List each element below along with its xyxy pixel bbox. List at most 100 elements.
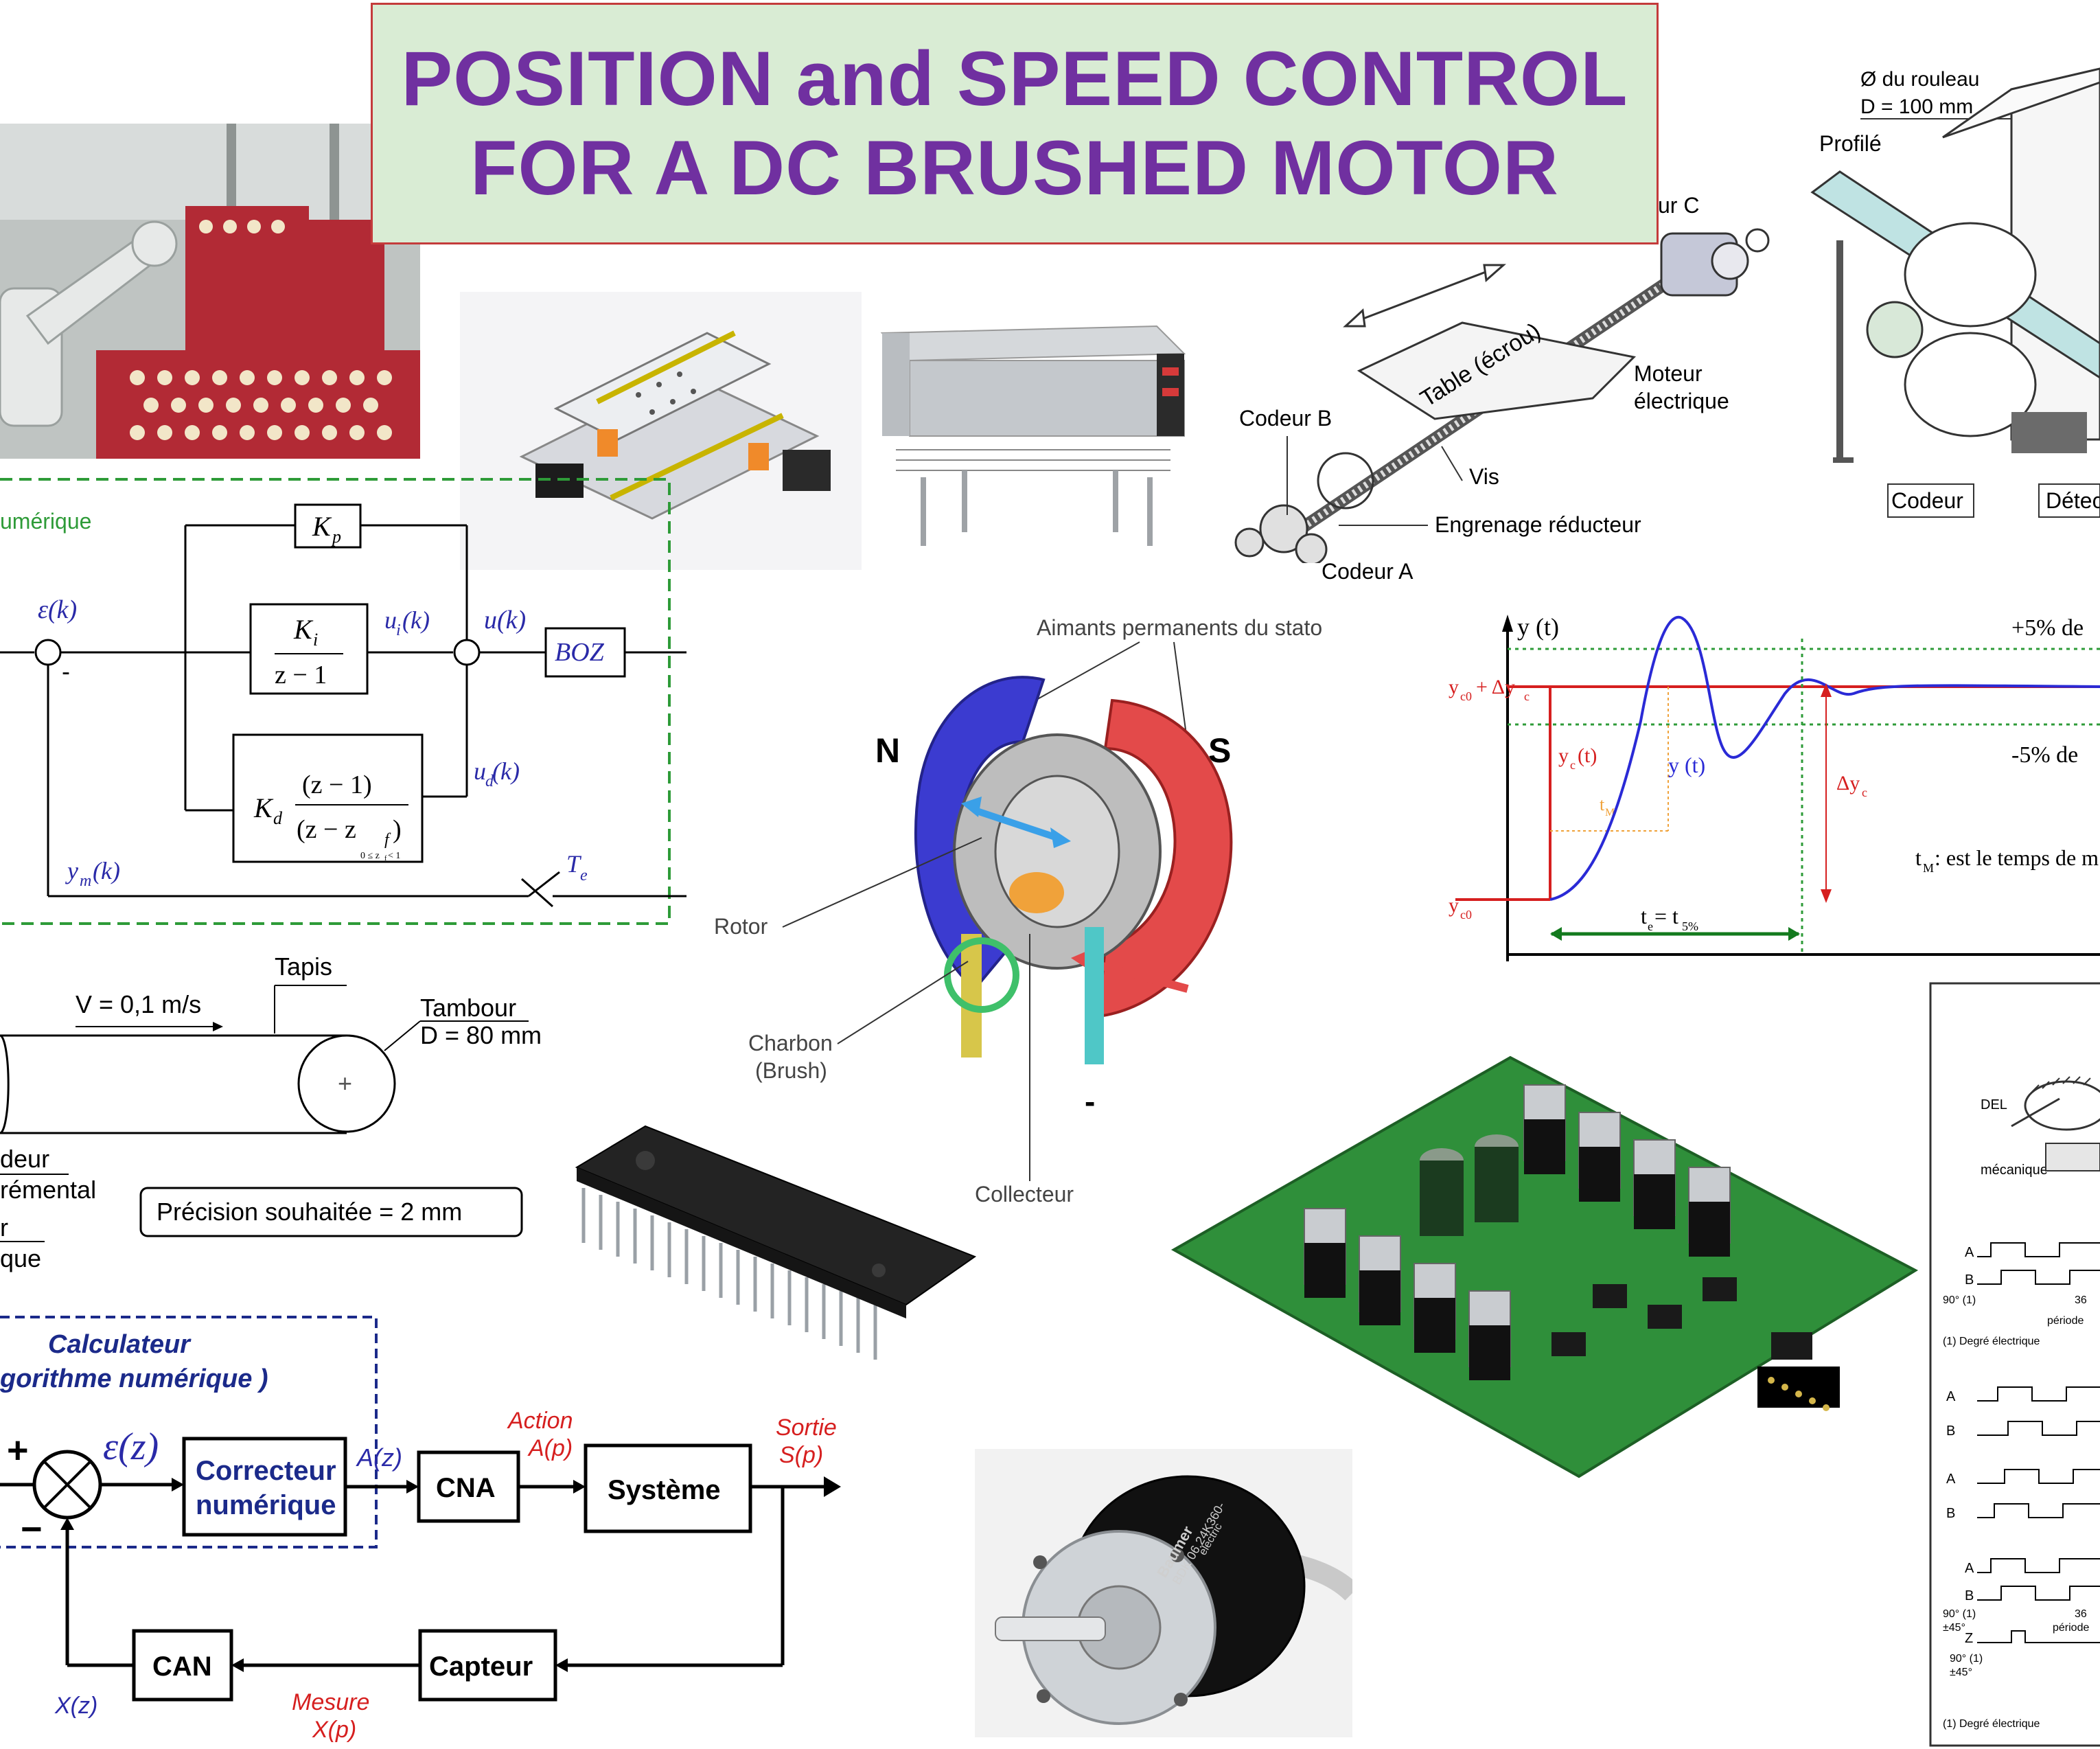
factory-robot-photo (0, 124, 420, 459)
ui-label: u (384, 606, 397, 634)
vis-label: Vis (1469, 464, 1499, 489)
correcteur-label-2: numérique (196, 1490, 336, 1520)
aimants-label: Aimants permanents du stato (1037, 615, 1322, 640)
kd-den: (z − z (297, 815, 356, 844)
sortie-label-2: S(p) (779, 1442, 823, 1468)
pid-minus: - (62, 657, 70, 685)
tambour-label-2: D = 80 mm (420, 1021, 542, 1049)
sig3-b: B (1946, 1506, 1955, 1521)
mesure-label-1: Mesure (292, 1689, 369, 1715)
sig4-z: Z (1965, 1631, 1973, 1646)
tm-def-sub: M (1923, 861, 1934, 875)
pid-frame-label: umérique (0, 509, 91, 534)
systeme-label: Système (608, 1475, 721, 1505)
tm-def: t (1915, 845, 1922, 870)
calc-label-1: Calculateur (48, 1330, 192, 1359)
speed-label: V = 0,1 m/s (76, 990, 201, 1018)
ud-k: (k) (492, 757, 520, 785)
moteur-label-1: Moteur (1634, 361, 1703, 386)
yc0-plus-label: y (1449, 676, 1459, 698)
sig1-note: (1) Degré électrique (1943, 1336, 2040, 1347)
te-sub: e (580, 867, 588, 884)
conveyor-oven-photo (868, 312, 1198, 560)
te-label: T (566, 850, 582, 878)
tm-label: t (1600, 795, 1605, 814)
charbon-label-2: (Brush) (755, 1058, 827, 1083)
del-label: DEL (1981, 1097, 2007, 1112)
title-line-1: POSITION and SPEED CONTROL (401, 36, 1628, 122)
sig4-deg2: 90° (1) (1950, 1653, 1983, 1665)
tapis-label: Tapis (275, 952, 332, 981)
yc-label: y (1558, 744, 1569, 767)
sig4-pm45: ±45° (1943, 1622, 1965, 1634)
te-t5-mid: = t (1654, 904, 1678, 928)
tambour-center: + (338, 1069, 352, 1097)
ki-sub: i (313, 630, 318, 650)
tambour-label-1: Tambour (420, 994, 516, 1022)
charbon-label-1: Charbon (748, 1031, 833, 1055)
screw-mechanism-diagram: Table (écrou) ur C Moteur électrique Cod… (1208, 192, 1778, 563)
dc-motor-illustration: Aimants permanents du stato N S Rotor Ch… (700, 604, 1428, 1236)
sig4-deg: 90° (1) (1943, 1608, 1976, 1620)
te-t5-label: t (1641, 904, 1647, 928)
sig1-36: 36 (2075, 1294, 2087, 1306)
sig1-b: B (1965, 1272, 1974, 1288)
mecanique-label: mécanique (1981, 1163, 2048, 1178)
dyc-sub: c (1862, 786, 1867, 799)
sig1-a: A (1965, 1245, 1974, 1260)
yc0-label: y (1449, 894, 1459, 917)
boz-label: BOZ (555, 638, 605, 667)
ud-label: u (474, 757, 486, 785)
minus5-label: -5% de (2011, 742, 2078, 768)
can-label: CAN (152, 1651, 212, 1682)
n-pole: N (875, 731, 900, 770)
dyc-label: Δy (1836, 772, 1860, 795)
precision-label: Précision souhaitée = 2 mm (157, 1198, 462, 1226)
xz-label: X(z) (54, 1693, 97, 1719)
sum-minus: − (21, 1509, 43, 1550)
ym-sub: m (80, 872, 91, 890)
ym-label: y (65, 857, 78, 884)
yc0-plus-sub: c0 (1460, 689, 1472, 703)
sig1-periode: période (2047, 1315, 2084, 1327)
yt-axis-label: y (t) (1517, 613, 1559, 641)
yt-curve-label: y (t) (1668, 753, 1705, 777)
microcontroller-chip-photo (563, 1106, 982, 1367)
codeur-label-1: deur (0, 1145, 49, 1173)
calc-label-2: gorithme numérique ) (0, 1364, 268, 1393)
tm-def-rest: : est le temps de m (1935, 845, 2099, 870)
sig2-b: B (1946, 1424, 1955, 1439)
az-label: A(z) (356, 1443, 402, 1472)
roller-diam-2: D = 100 mm (1860, 95, 1973, 118)
yc0-sub: c0 (1460, 908, 1472, 922)
xy-table-cad (460, 292, 862, 570)
collecteur-label: Collecteur (975, 1182, 1074, 1207)
profile-label: Profilé (1819, 131, 1882, 156)
uk-label: u(k) (484, 606, 526, 635)
sig4-36: 36 (2075, 1608, 2087, 1620)
kd-cond-sub: f (384, 855, 387, 862)
pid-eps: ε(k) (38, 595, 77, 624)
title-line-2: FOR A DC BRUSHED MOTOR (470, 125, 1559, 211)
ki-den: z − 1 (275, 661, 327, 689)
kd-num: (z − 1) (302, 770, 372, 799)
ym-k: (k) (93, 857, 120, 884)
rotary-encoder-photo: Baumer BDK 06.24K360- electric (975, 1449, 1352, 1737)
eps-z-label: ε(z) (103, 1426, 159, 1468)
codeur-a-label: Codeur A (1322, 560, 1414, 563)
kp-sub: p (331, 527, 341, 547)
kd-den-sub: f (384, 831, 391, 849)
ki-label: K (293, 614, 314, 645)
yc-rest: (t) (1578, 744, 1597, 767)
motor-driver-pcb-photo (1167, 1044, 1922, 1483)
roller-codeur-label: Codeur (1891, 488, 1963, 513)
sig1-deg: 90° (1) (1943, 1294, 1976, 1306)
sortie-label-1: Sortie (776, 1415, 837, 1441)
step-response-graph: y (t) +5% de -5% de y c0 + Δy c y c0 y c… (1442, 604, 2100, 975)
roller-diagram: Ø du rouleau D = 100 mm Profilé Codeur D… (1785, 55, 2100, 536)
ui-sub: i (396, 621, 401, 639)
title-banner: POSITION and SPEED CONTROL FOR A DC BRUS… (371, 3, 1659, 244)
motor-minus: - (1085, 1084, 1095, 1119)
action-label-2: A(p) (527, 1435, 573, 1461)
codeur-label-2: rémental (0, 1176, 96, 1204)
